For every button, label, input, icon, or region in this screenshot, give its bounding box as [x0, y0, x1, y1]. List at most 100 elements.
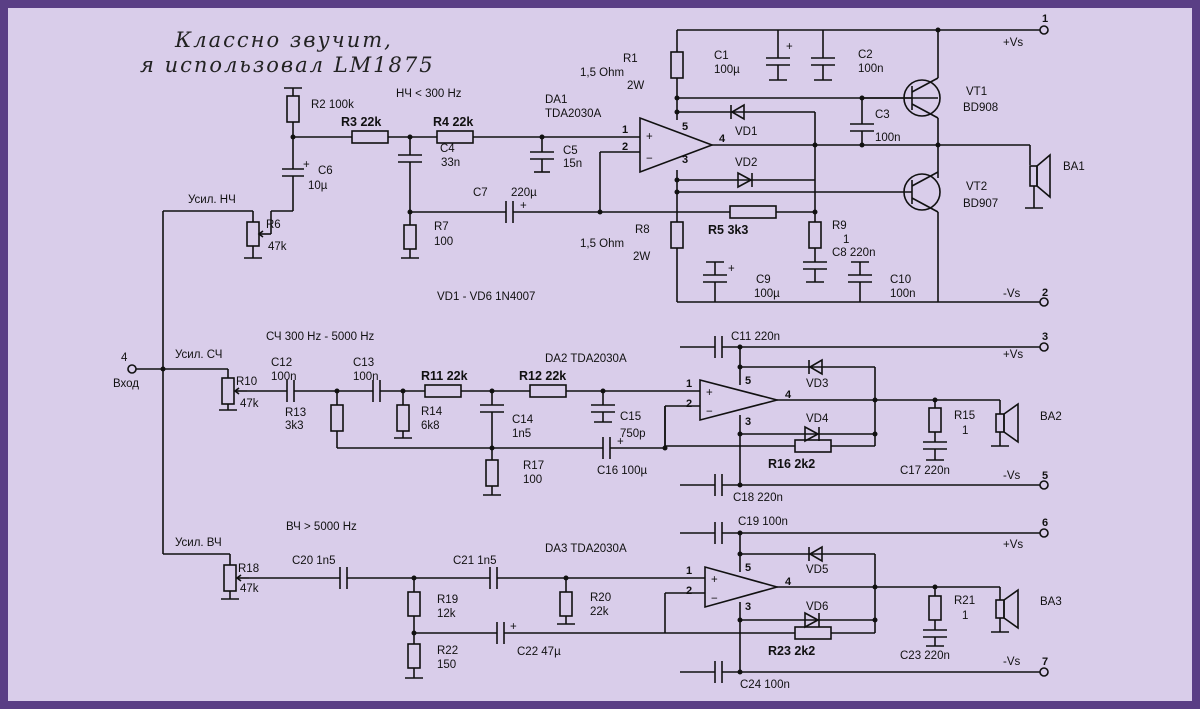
c1-label: C1: [714, 50, 729, 62]
resistor-r8: [670, 210, 1049, 307]
r7-value: 100: [434, 236, 453, 248]
r23-label: R23 2k2: [768, 644, 815, 658]
pin-1: 1: [1042, 13, 1048, 25]
zobel-r21-c23: [923, 587, 947, 647]
c15-value: 750p: [620, 428, 646, 440]
capacitor-c2: [811, 30, 835, 81]
c12-label: C12: [271, 357, 292, 369]
c17-label: C17 220n: [900, 465, 950, 477]
resistor-r20: [557, 578, 575, 625]
speaker-ba2: [991, 400, 1019, 447]
vs-pos-6: +Vs: [1003, 539, 1023, 551]
r18-value: 47k: [240, 583, 259, 595]
c3-label: C3: [875, 109, 890, 121]
diode-vd1: [730, 103, 816, 145]
c7-value: 220µ: [511, 187, 537, 199]
high-band-label: ВЧ > 5000 Hz: [286, 521, 357, 533]
c13-label: C13: [353, 357, 374, 369]
r10-value: 47k: [240, 398, 259, 410]
da1-pin-1: 1: [622, 124, 628, 136]
da2-pin-3: 3: [745, 416, 751, 428]
ba3-label: BA3: [1040, 596, 1062, 608]
pin-6: 6: [1042, 517, 1048, 529]
resistors-r3-r4: [293, 130, 620, 144]
da1-pin-4: 4: [719, 133, 726, 145]
da3-pin-2: 2: [686, 585, 692, 597]
da1-value: TDA2030A: [545, 108, 602, 120]
resistor-r19: [407, 578, 421, 644]
zobel-r15-c17: [923, 400, 947, 461]
c6-label: C6: [318, 165, 333, 177]
c2-label: C2: [858, 49, 873, 61]
da3-plus: +: [711, 574, 718, 586]
diode-vd4: [804, 425, 820, 443]
pin-2: 2: [1042, 287, 1048, 299]
resistor-r10: [219, 369, 287, 411]
da2-pin-5: 5: [745, 375, 751, 387]
vt2-value: BD907: [963, 198, 998, 210]
capacitor-c20: [339, 567, 490, 589]
c5-value: 15n: [563, 158, 582, 170]
r1-value-1: 1,5 Ohm: [580, 67, 624, 79]
c9-plus: +: [728, 263, 735, 275]
opamp-da1: [639, 116, 715, 174]
da2-pin-2: 2: [686, 398, 692, 410]
c7-plus: +: [520, 200, 527, 212]
r6-value: 47k: [268, 241, 287, 253]
r8-value-1: 1,5 Ohm: [580, 238, 624, 250]
resistor-r14: [394, 391, 412, 439]
c24-label: C24 100n: [740, 679, 790, 691]
r22-value: 150: [437, 659, 456, 671]
r1-value-2: 2W: [627, 80, 644, 92]
c6-value: 10µ: [308, 180, 328, 192]
capacitor-c12: [286, 380, 373, 402]
c15-label: C15: [620, 411, 641, 423]
capacitor-c16: [602, 405, 700, 459]
capacitor-c1: [766, 30, 790, 81]
r17-value: 100: [523, 474, 542, 486]
r16-label: R16 2k2: [768, 457, 815, 471]
r14-label: R14: [421, 406, 443, 418]
vd1-label: VD1: [735, 126, 757, 138]
vs-pos-1: +Vs: [1003, 37, 1023, 49]
pin-7: 7: [1042, 656, 1048, 668]
c4-value: 33n: [441, 157, 460, 169]
capacitor-c13: [372, 380, 425, 402]
resistor-r13: [330, 391, 603, 449]
c13-value: 100n: [353, 371, 379, 383]
da1-label: DA1: [545, 94, 567, 106]
ba1-label: BA1: [1063, 161, 1085, 173]
input-label: Вход: [113, 378, 139, 390]
r15-value: 1: [962, 425, 968, 437]
resistor-r7: [401, 212, 419, 259]
capacitor-c15: [591, 391, 615, 423]
da1-minus: −: [646, 153, 653, 165]
r21-label: R21: [954, 595, 975, 607]
c9-label: C9: [756, 274, 771, 286]
vd2-label: VD2: [735, 157, 757, 169]
c19-label: C19 100n: [738, 516, 788, 528]
ba2-label: BA2: [1040, 411, 1062, 423]
c22-plus: +: [510, 621, 517, 633]
da1-pin-5: 5: [682, 121, 688, 133]
c14-value: 1n5: [512, 428, 531, 440]
vt2-label: VT2: [966, 181, 987, 193]
opamp-da3: [704, 565, 780, 609]
r9-value: 1: [843, 234, 849, 246]
capacitor-c4: [398, 137, 422, 212]
c8-label: C8 220n: [832, 247, 875, 259]
capacitor-c6: [282, 137, 304, 186]
c18-label: C18 220n: [733, 492, 783, 504]
c12-value: 100n: [271, 371, 297, 383]
low-gain-label: Усил. НЧ: [188, 194, 236, 206]
da3-label: DA3 TDA2030A: [545, 543, 627, 555]
input-number: 4: [121, 352, 128, 364]
speaker-ba1: [1025, 145, 1051, 209]
r17-label: R17: [523, 460, 544, 472]
r15-label: R15: [954, 410, 975, 422]
r18-label: R18: [238, 563, 259, 575]
vs-neg-2: -Vs: [1003, 288, 1021, 300]
c22-label: C22 47µ: [517, 646, 561, 658]
da2-label: DA2 TDA2030A: [545, 353, 627, 365]
